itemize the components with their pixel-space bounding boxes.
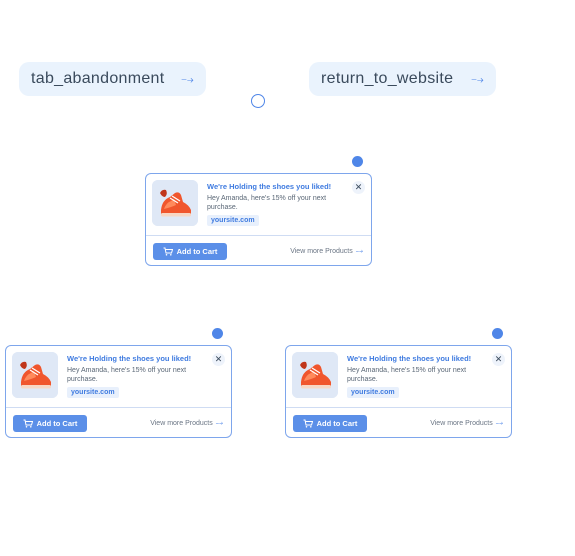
notification-card: We're Holding the shoes you liked! Hey A… — [145, 173, 372, 266]
add-to-cart-label: Add to Cart — [316, 419, 358, 428]
close-icon[interactable]: ✕ — [212, 353, 225, 366]
site-url[interactable]: yoursite.com — [207, 215, 259, 226]
notification-headline: We're Holding the shoes you liked! — [207, 182, 332, 191]
cart-icon — [163, 247, 173, 256]
close-icon[interactable]: ✕ — [492, 353, 505, 366]
site-url[interactable]: yoursite.com — [347, 387, 399, 398]
divider — [6, 407, 231, 408]
close-icon[interactable]: ✕ — [352, 181, 365, 194]
view-more-products-link[interactable]: View more Products⤍ — [430, 420, 503, 428]
divider — [286, 407, 511, 408]
arrow-right-icon: ⤍ — [471, 71, 484, 86]
trigger-chip-tab-abandonment[interactable]: tab_abandonment ⤍ — [19, 62, 206, 96]
notification-card: We're Holding the shoes you liked! Hey A… — [5, 345, 232, 438]
cart-icon — [23, 419, 33, 428]
arrow-right-icon: ⤍ — [215, 420, 223, 427]
connector-dot[interactable] — [492, 328, 503, 339]
arrow-right-icon: ⤍ — [355, 248, 363, 255]
divider — [146, 235, 371, 236]
view-more-label: View more Products — [150, 420, 213, 427]
arrow-right-icon: ⤍ — [495, 420, 503, 427]
view-more-products-link[interactable]: View more Products⤍ — [150, 420, 223, 428]
view-more-label: View more Products — [430, 420, 493, 427]
notification-headline: We're Holding the shoes you liked! — [67, 354, 192, 363]
view-more-label: View more Products — [290, 248, 353, 255]
view-more-products-link[interactable]: View more Products⤍ — [290, 248, 363, 256]
trigger-chip-return-to-website[interactable]: return_to_website ⤍ — [309, 62, 496, 96]
notification-card: We're Holding the shoes you liked! Hey A… — [285, 345, 512, 438]
arrow-right-icon: ⤍ — [181, 71, 194, 86]
connector-dot[interactable] — [352, 156, 363, 167]
connector-ring[interactable] — [251, 94, 265, 108]
shoe-image — [292, 352, 338, 398]
trigger-label: return_to_website — [321, 70, 454, 87]
cart-icon — [303, 419, 313, 428]
notification-body: Hey Amanda, here's 15% off your next pur… — [207, 195, 327, 211]
notification-body: Hey Amanda, here's 15% off your next pur… — [67, 367, 187, 383]
add-to-cart-button[interactable]: Add to Cart — [13, 415, 87, 432]
add-to-cart-label: Add to Cart — [176, 247, 218, 256]
site-url[interactable]: yoursite.com — [67, 387, 119, 398]
add-to-cart-button[interactable]: Add to Cart — [293, 415, 367, 432]
notification-body: Hey Amanda, here's 15% off your next pur… — [347, 367, 467, 383]
shoe-image — [12, 352, 58, 398]
trigger-label: tab_abandonment — [31, 70, 165, 87]
add-to-cart-button[interactable]: Add to Cart — [153, 243, 227, 260]
add-to-cart-label: Add to Cart — [36, 419, 78, 428]
notification-headline: We're Holding the shoes you liked! — [347, 354, 472, 363]
shoe-image — [152, 180, 198, 226]
connector-dot[interactable] — [212, 328, 223, 339]
